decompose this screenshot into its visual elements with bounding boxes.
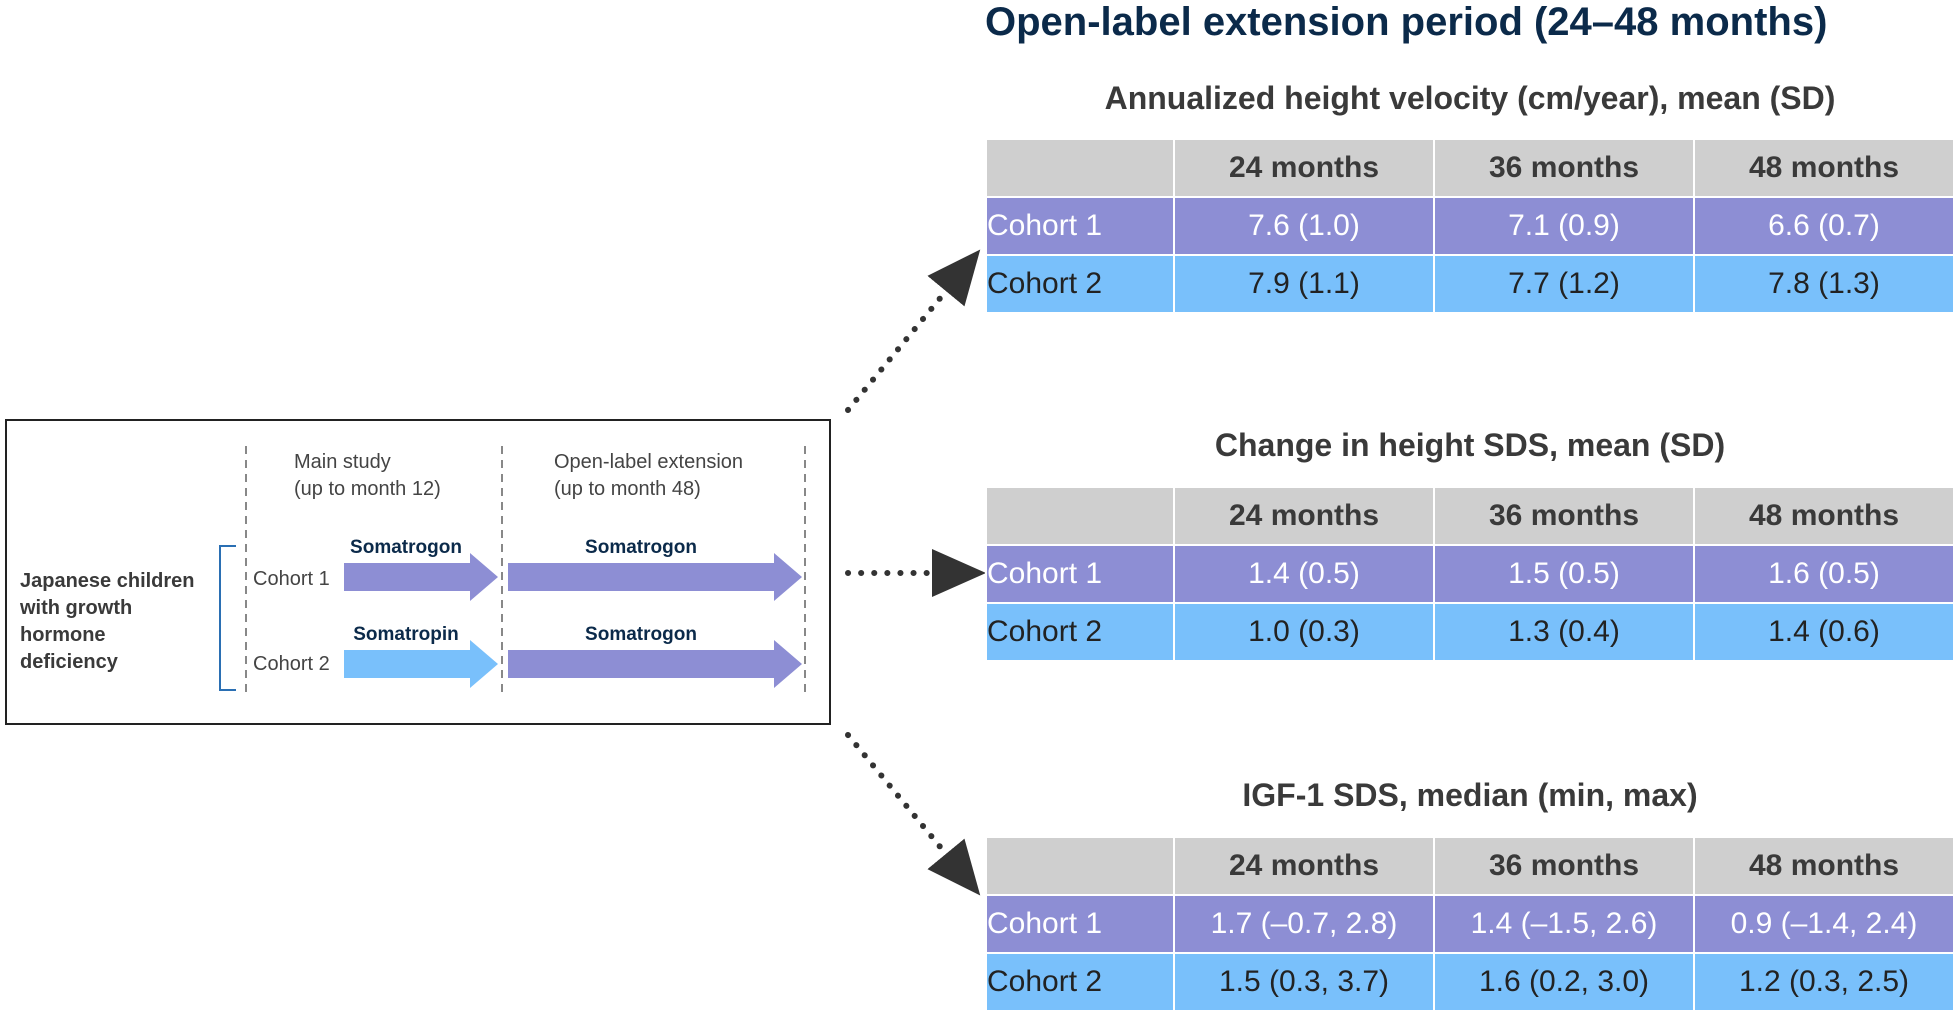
column-header: 36 months <box>1433 486 1695 546</box>
cohort-2-label: Cohort 2 <box>253 653 330 675</box>
table-cell: 7.9 (1.1) <box>1173 254 1435 314</box>
table-cell: 1.5 (0.5) <box>1433 544 1695 604</box>
population-line2: with growth <box>19 597 132 619</box>
table-row-cohort-2: Cohort 2 7.9 (1.1) 7.7 (1.2) 7.8 (1.3) <box>985 254 1955 314</box>
cohort-1-label: Cohort 1 <box>253 568 330 590</box>
population-line3: hormone <box>20 624 106 646</box>
cohort-2-extension-arrow <box>508 640 802 688</box>
phase-main-line2: (up to month 12) <box>294 478 441 500</box>
phase-extension-line2: (up to month 48) <box>554 478 701 500</box>
table-cell: 7.7 (1.2) <box>1433 254 1695 314</box>
table-corner-cell <box>985 836 1175 896</box>
column-header: 48 months <box>1693 836 1955 896</box>
page-title: Open-label extension period (24–48 month… <box>985 0 1828 44</box>
height-velocity-title: Annualized height velocity (cm/year), me… <box>1104 80 1836 116</box>
igf1-sds-table: 24 months 36 months 48 months Cohort 1 1… <box>985 836 1955 1012</box>
table-cell: 7.8 (1.3) <box>1693 254 1955 314</box>
table-header-row: 24 months 36 months 48 months <box>985 486 1955 546</box>
table-header-row: 24 months 36 months 48 months <box>985 836 1955 896</box>
table-cell: 6.6 (0.7) <box>1693 196 1955 256</box>
schema-box <box>5 419 831 725</box>
column-header: 48 months <box>1693 486 1955 546</box>
table-header-row: 24 months 36 months 48 months <box>985 138 1955 198</box>
population-line1: Japanese children <box>20 570 195 592</box>
table-cell: 1.6 (0.2, 3.0) <box>1433 952 1695 1012</box>
cohort-2-main-arrow <box>344 640 498 688</box>
table-cell: 7.6 (1.0) <box>1173 196 1435 256</box>
cohort-1-main-drug: Somatrogon <box>350 537 462 558</box>
table-cell: 7.1 (0.9) <box>1433 196 1695 256</box>
column-header: 24 months <box>1173 138 1435 198</box>
table-cell: 1.2 (0.3, 2.5) <box>1693 952 1955 1012</box>
column-header: 24 months <box>1173 486 1435 546</box>
row-label: Cohort 2 <box>985 254 1175 314</box>
table-row-cohort-2: Cohort 2 1.0 (0.3) 1.3 (0.4) 1.4 (0.6) <box>985 602 1955 662</box>
table-cell: 1.3 (0.4) <box>1433 602 1695 662</box>
column-header: 36 months <box>1433 836 1695 896</box>
row-label: Cohort 1 <box>985 894 1175 954</box>
table-row-cohort-1: Cohort 1 1.7 (–0.7, 2.8) 1.4 (–1.5, 2.6)… <box>985 894 1955 954</box>
connector-to-igf1-sds <box>845 732 981 896</box>
row-label: Cohort 1 <box>985 544 1175 604</box>
row-label: Cohort 2 <box>985 602 1175 662</box>
row-label: Cohort 1 <box>985 196 1175 256</box>
column-header: 24 months <box>1173 836 1435 896</box>
table-cell: 1.7 (–0.7, 2.8) <box>1173 894 1435 954</box>
phase-main-line1: Main study <box>294 451 391 473</box>
phase-extension-line1: Open-label extension <box>554 451 743 473</box>
connector-to-height-velocity <box>845 249 981 413</box>
table-cell: 1.4 (0.6) <box>1693 602 1955 662</box>
table-cell: 1.6 (0.5) <box>1693 544 1955 604</box>
table-cell: 1.4 (–1.5, 2.6) <box>1433 894 1695 954</box>
table-corner-cell <box>985 486 1175 546</box>
table-cell: 1.4 (0.5) <box>1173 544 1435 604</box>
table-cell: 0.9 (–1.4, 2.4) <box>1693 894 1955 954</box>
table-corner-cell <box>985 138 1175 198</box>
cohort-bracket <box>219 545 236 691</box>
population-line4: deficiency <box>20 651 119 673</box>
table-row-cohort-2: Cohort 2 1.5 (0.3, 3.7) 1.6 (0.2, 3.0) 1… <box>985 952 1955 1012</box>
row-label: Cohort 2 <box>985 952 1175 1012</box>
table-row-cohort-1: Cohort 1 7.6 (1.0) 7.1 (0.9) 6.6 (0.7) <box>985 196 1955 256</box>
cohort-1-extension-arrow <box>508 553 802 601</box>
cohort-1-main-arrow <box>344 553 498 601</box>
height-sds-title: Change in height SDS, mean (SD) <box>1214 427 1726 463</box>
column-header: 36 months <box>1433 138 1695 198</box>
table-cell: 1.5 (0.3, 3.7) <box>1173 952 1435 1012</box>
cohort-2-main-drug: Somatropin <box>353 624 459 645</box>
height-sds-table: 24 months 36 months 48 months Cohort 1 1… <box>985 486 1955 662</box>
cohort-1-extension-drug: Somatrogon <box>585 537 697 558</box>
table-row-cohort-1: Cohort 1 1.4 (0.5) 1.5 (0.5) 1.6 (0.5) <box>985 544 1955 604</box>
igf1-sds-title: IGF-1 SDS, median (min, max) <box>1242 777 1698 813</box>
column-header: 48 months <box>1693 138 1955 198</box>
height-velocity-table: 24 months 36 months 48 months Cohort 1 7… <box>985 138 1955 314</box>
cohort-2-extension-drug: Somatrogon <box>585 624 697 645</box>
table-cell: 1.0 (0.3) <box>1173 602 1435 662</box>
